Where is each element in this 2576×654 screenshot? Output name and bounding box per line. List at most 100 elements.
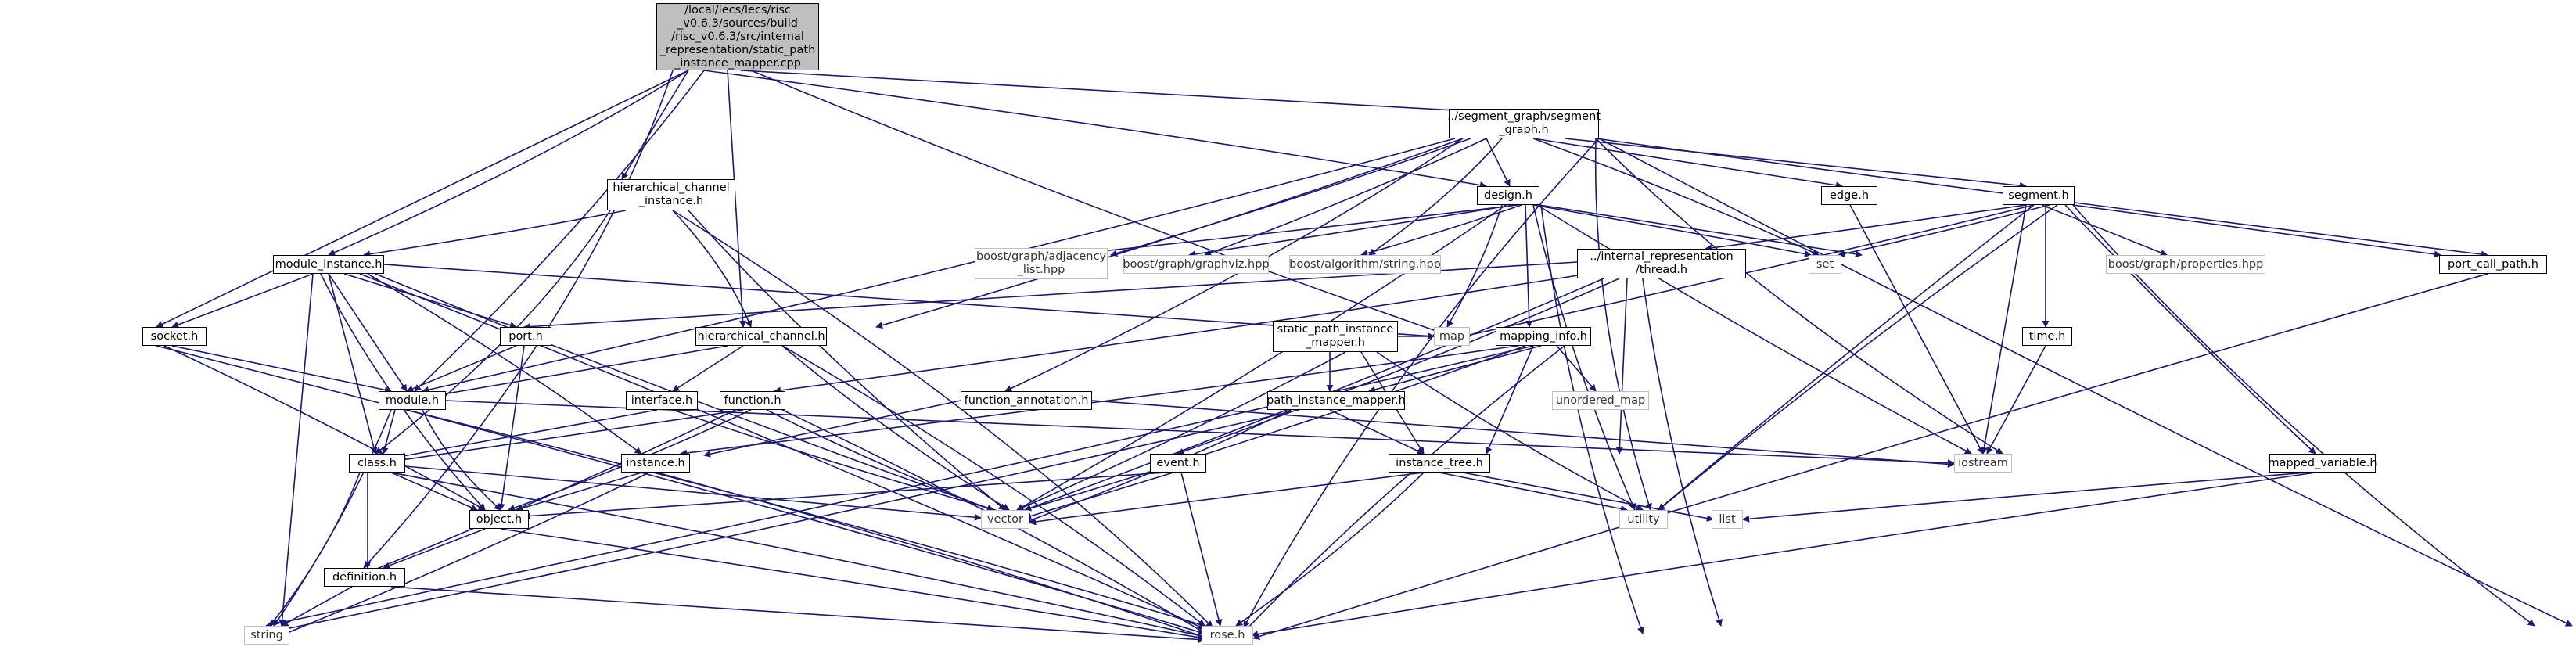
node-label: boost/graph/graphviz.hpp xyxy=(1123,257,1270,271)
include-edge xyxy=(1462,204,2035,339)
include-edge xyxy=(269,472,361,627)
include-edge xyxy=(2064,204,2316,455)
include-edge xyxy=(1180,472,1223,627)
include-edge xyxy=(516,472,642,512)
include-edge xyxy=(171,345,392,393)
include-edge xyxy=(1446,204,1503,328)
include-edge xyxy=(1235,472,1425,627)
node-mapped-variable-h[interactable]: mapped_variable.h xyxy=(2268,454,2377,473)
node-label: rose.h xyxy=(1209,628,1245,641)
node-module-instance-h[interactable]: module_instance.h xyxy=(273,255,384,274)
node-module-h[interactable]: module.h xyxy=(379,391,446,410)
include-edge xyxy=(750,70,1448,336)
include-edge xyxy=(1539,204,1863,258)
node-string[interactable]: string xyxy=(244,626,289,645)
include-edge xyxy=(680,345,1518,457)
include-edge xyxy=(1024,472,1174,519)
include-edge xyxy=(351,409,736,580)
include-edge xyxy=(422,409,501,511)
node-label-line: ../internal_representation xyxy=(1590,250,1734,263)
node-definition-h[interactable]: definition.h xyxy=(324,568,405,587)
node-label: hierarchical_channel.h xyxy=(697,329,825,343)
include-edge xyxy=(156,70,689,328)
node-mapping-info-h[interactable]: mapping_info.h xyxy=(1496,327,1591,346)
node-function-h[interactable]: function.h xyxy=(720,391,785,410)
node-set[interactable]: set xyxy=(1809,255,1841,274)
node-port-call-path-h[interactable]: port_call_path.h xyxy=(2439,255,2547,274)
include-edge xyxy=(1091,400,1955,468)
node-boost-graph-adjacency-list-hpp[interactable]: boost/graph/adjacency _list.hpp xyxy=(975,248,1108,279)
node-label-line: hierarchical_channel xyxy=(613,181,730,194)
node-instance-h[interactable]: instance.h xyxy=(621,454,690,473)
include-edge xyxy=(1595,138,2003,455)
include-edge xyxy=(328,273,378,455)
include-edge xyxy=(281,472,650,637)
node-utility[interactable]: utility xyxy=(1619,510,1668,529)
include-edge xyxy=(1063,204,1518,258)
node-rose-h[interactable]: rose.h xyxy=(1202,626,1253,645)
node-unordered-map[interactable]: unordered_map xyxy=(1552,391,1649,410)
node-label: mapped_variable.h xyxy=(2268,456,2377,469)
node-label: definition.h xyxy=(332,570,397,584)
include-edge xyxy=(1980,204,2027,455)
node-label: port_call_path.h xyxy=(2448,257,2538,271)
include-edge xyxy=(328,70,689,256)
include-edge xyxy=(281,409,1299,632)
node-vector[interactable]: vector xyxy=(981,510,1029,529)
include-edge xyxy=(656,472,1213,641)
node-label-line: _v0.6.3/sources/build xyxy=(677,16,798,30)
node-segment-graph-h[interactable]: ../segment_graph/segment _graph.h xyxy=(1447,109,1601,138)
node-design-h[interactable]: design.h xyxy=(1477,186,1539,205)
node-boost-graph-graphviz-hpp[interactable]: boost/graph/graphviz.hpp xyxy=(1123,255,1270,274)
node-hierarchical-channel-h[interactable]: hierarchical_channel.h xyxy=(695,327,827,346)
node-thread-h[interactable]: ../internal_representation /thread.h xyxy=(1577,249,1746,278)
include-edge xyxy=(621,70,689,180)
node-label: object.h xyxy=(476,512,523,526)
include-edge xyxy=(383,528,486,570)
node-object-h[interactable]: object.h xyxy=(469,510,529,529)
include-edge xyxy=(1525,204,1533,328)
include-edge xyxy=(2041,204,2168,257)
node-label-line: _graph.h xyxy=(1499,124,1549,136)
node-path-instance-mapper-h[interactable]: path_instance_mapper.h xyxy=(1266,391,1406,410)
node-static-path-instance-mapper-h[interactable]: static_path_instance _mapper.h xyxy=(1273,321,1398,352)
include-edge xyxy=(1029,472,1425,526)
include-edge xyxy=(381,409,396,455)
include-edge xyxy=(445,400,1955,467)
node-hierarchical-channel-instance-h[interactable]: hierarchical_channel _instance.h xyxy=(607,179,735,210)
node-edge-h[interactable]: edge.h xyxy=(1821,186,1877,205)
include-edge xyxy=(406,409,1221,632)
node-label: boost/graph/properties.hpp xyxy=(2107,257,2264,271)
include-edge xyxy=(703,70,1487,189)
node-label-line: _instance.h xyxy=(638,195,704,207)
node-segment-h[interactable]: segment.h xyxy=(2003,186,2075,205)
node-root-static-path-instance-mapper-cpp[interactable]: /local/lecs/lecs/risc _v0.6.3/sources/bu… xyxy=(656,3,819,70)
node-function-annotation-h[interactable]: function_annotation.h xyxy=(961,391,1092,410)
node-time-h[interactable]: time.h xyxy=(2022,327,2072,346)
include-edge xyxy=(390,472,478,511)
include-edge xyxy=(1532,204,1636,511)
node-map[interactable]: map xyxy=(1434,327,1470,346)
node-iostream[interactable]: iostream xyxy=(1954,454,2012,473)
node-label: segment.h xyxy=(2008,189,2069,202)
node-class-h[interactable]: class.h xyxy=(349,454,405,473)
node-list[interactable]: list xyxy=(1712,510,1743,529)
node-interface-h[interactable]: interface.h xyxy=(626,391,698,410)
include-edge xyxy=(766,409,1018,522)
include-edge xyxy=(1532,204,1812,257)
node-label-line: static_path_instance xyxy=(1277,323,1394,336)
include-edge xyxy=(1462,472,1714,522)
node-boost-graph-properties-hpp[interactable]: boost/graph/properties.hpp xyxy=(2106,255,2265,274)
node-label: instance_tree.h xyxy=(1396,456,1483,469)
node-instance-tree-h[interactable]: instance_tree.h xyxy=(1389,454,1490,473)
node-label: time.h xyxy=(2028,329,2066,343)
node-event-h[interactable]: event.h xyxy=(1150,454,1206,473)
include-edge xyxy=(774,273,1589,394)
include-edge xyxy=(390,586,1205,643)
node-socket-h[interactable]: socket.h xyxy=(142,327,207,346)
node-label: set xyxy=(1816,257,1834,271)
include-edge xyxy=(1532,138,1843,189)
node-port-h[interactable]: port.h xyxy=(500,327,551,346)
node-boost-algorithm-string-hpp[interactable]: boost/algorithm/string.hpp xyxy=(1289,255,1441,274)
